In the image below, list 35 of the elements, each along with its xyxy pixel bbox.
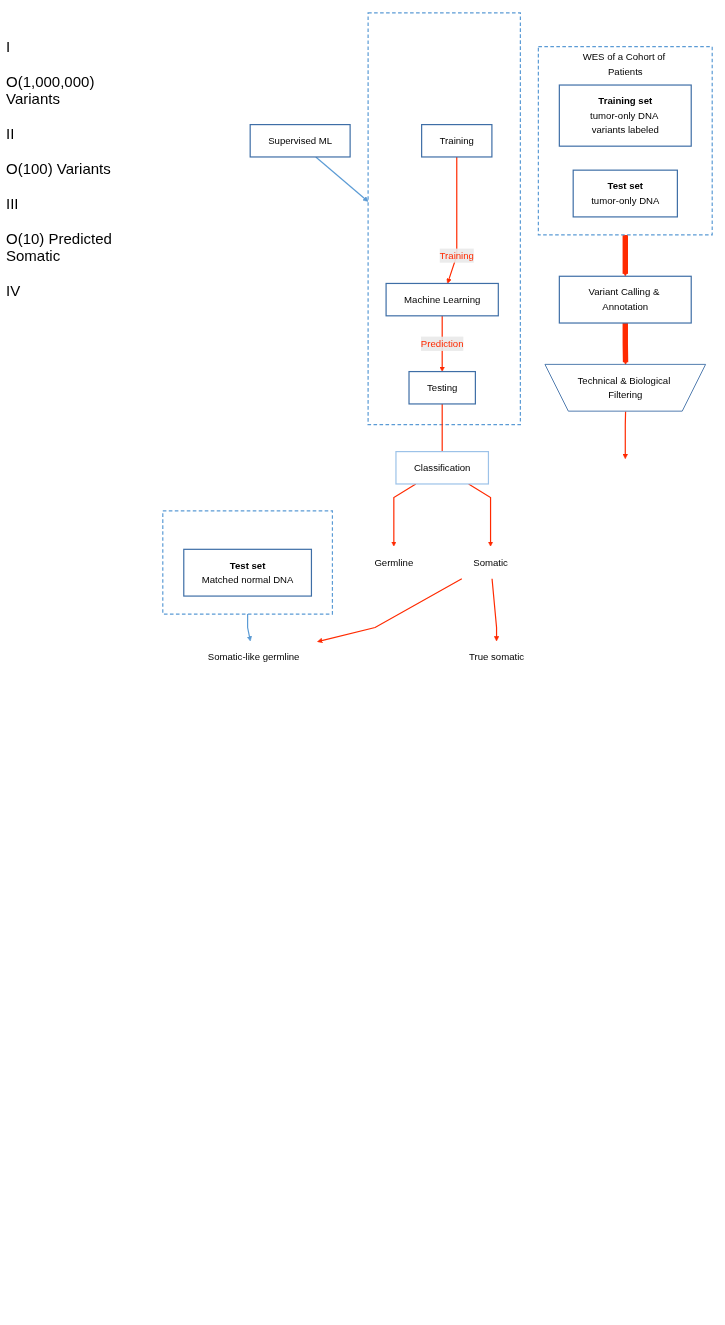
stage-label: III xyxy=(6,195,20,212)
connector xyxy=(441,403,443,453)
arrow xyxy=(622,323,629,365)
cluster xyxy=(367,12,521,426)
node-box: Supervised ML xyxy=(249,124,351,158)
arrow xyxy=(622,234,628,277)
arrow xyxy=(246,613,252,642)
node-box: Machine Learning xyxy=(385,282,499,317)
node-box: Classification xyxy=(395,451,490,485)
stage-label: O(1,000,000) Variants xyxy=(6,73,96,107)
stage-label: O(10) Predicted Somatic xyxy=(6,230,113,264)
node-box: Test set tumor-only DNA xyxy=(572,169,678,218)
stage-label: O(100) Variants xyxy=(6,160,112,177)
arrow xyxy=(317,578,463,644)
node-text: Somatic xyxy=(473,557,508,568)
arrow xyxy=(391,483,417,547)
node-box: Variant Calling & Annotation xyxy=(558,275,692,324)
node-box: Testing xyxy=(408,370,476,405)
edge-label: Training xyxy=(439,250,474,261)
arrow xyxy=(446,156,458,284)
stage-label: IV xyxy=(6,282,22,299)
cluster xyxy=(162,510,334,615)
arrow xyxy=(491,578,500,642)
node-text: Germline xyxy=(374,557,414,568)
node-text: True somatic xyxy=(469,651,525,663)
arrow xyxy=(315,156,369,202)
stage-label: II xyxy=(6,125,16,142)
node-box: Test set Matched normal DNA xyxy=(183,548,313,597)
arrow xyxy=(467,483,494,547)
node-box: Training set tumor-only DNA variants labeled xyxy=(558,84,692,147)
arrow xyxy=(622,410,628,460)
stage-label: I xyxy=(6,38,12,55)
node-box: Training xyxy=(421,124,493,158)
edge-label: Prediction xyxy=(420,338,464,349)
node-text: Somatic-like germline xyxy=(207,651,300,663)
